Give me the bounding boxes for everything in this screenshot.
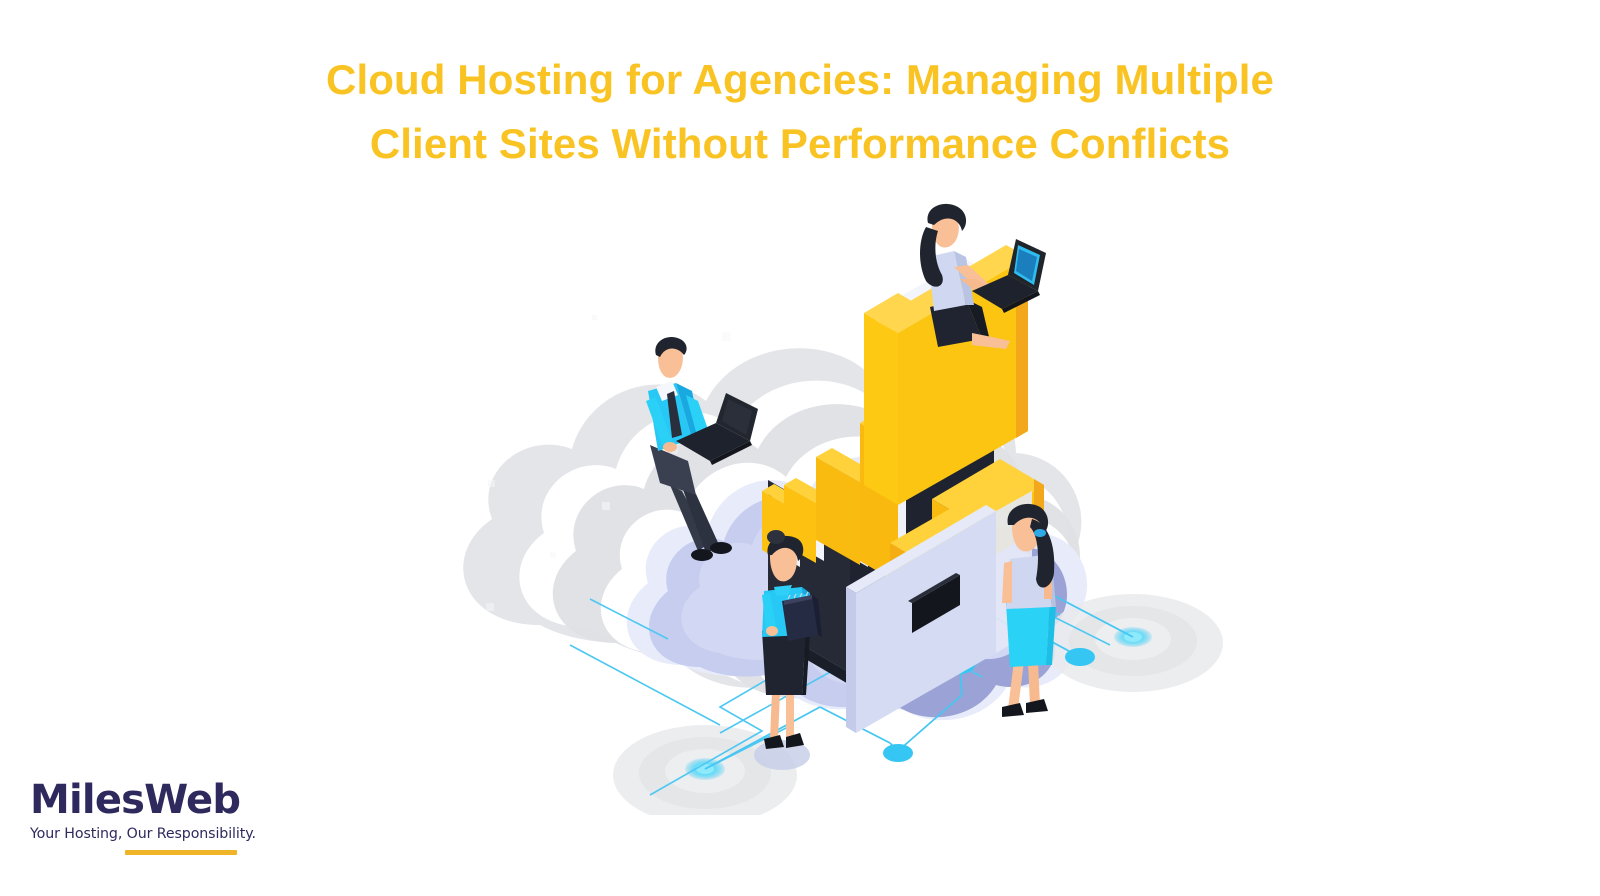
figure-man-with-laptop <box>646 336 758 561</box>
logo-wordmark: MilesWeb <box>30 777 241 823</box>
page-title-line-2: Client Sites Without Performance Conflic… <box>369 120 1231 167</box>
cloud-file-storage-illustration <box>420 195 1230 815</box>
network-node <box>883 744 913 762</box>
page-title: Cloud Hosting for Agencies: Managing Mul… <box>0 48 1600 176</box>
figure-woman-walking <box>1002 503 1056 717</box>
drawer-folders <box>762 245 1044 587</box>
page-title-line-1: Cloud Hosting for Agencies: Managing Mul… <box>326 56 1274 103</box>
figure-woman-with-folder <box>754 530 822 770</box>
radar-left <box>613 725 797 815</box>
logo-accent-bar <box>125 850 237 855</box>
milesweb-logo[interactable]: MilesWeb Your Hosting, Our Responsibilit… <box>30 778 260 868</box>
network-node <box>1065 648 1095 666</box>
drawer-front-panel <box>846 505 996 733</box>
figure-woman-with-laptop <box>920 203 1046 349</box>
file-drawer-group <box>762 245 1044 733</box>
network-group <box>569 577 1223 815</box>
radar-right <box>1043 594 1223 692</box>
logo-tagline: Your Hosting, Our Responsibility. <box>30 826 256 842</box>
